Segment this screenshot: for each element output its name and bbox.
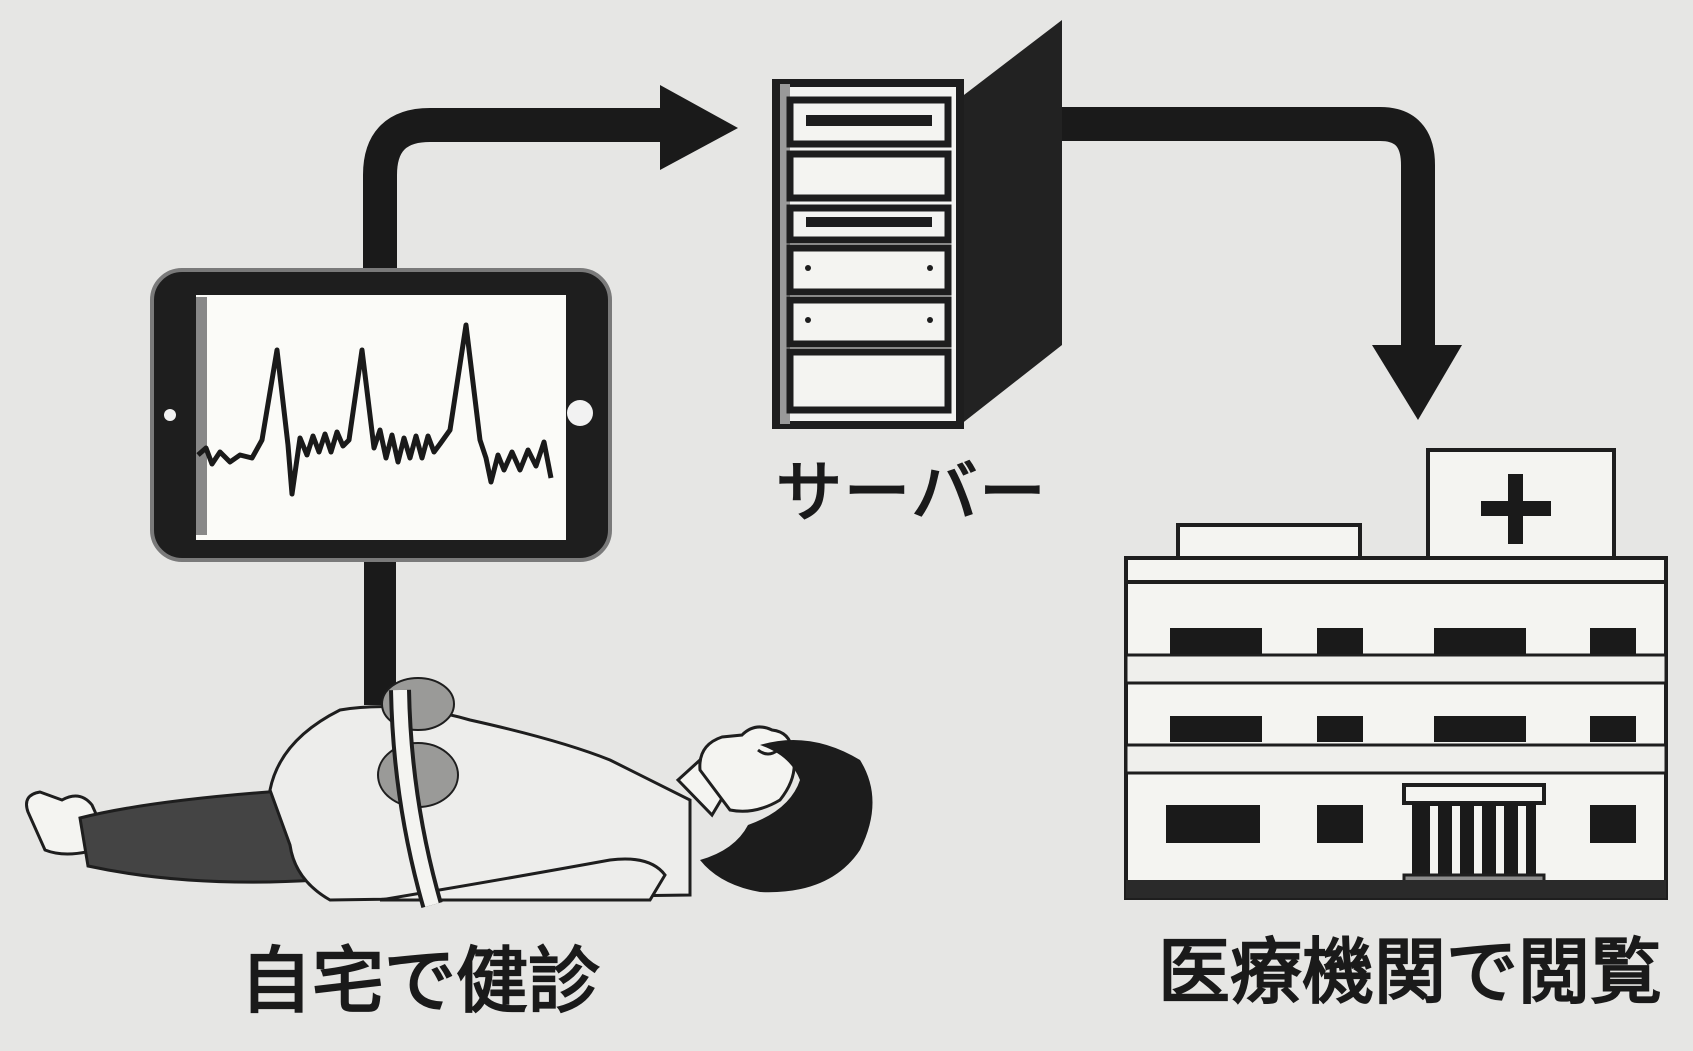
server-icon bbox=[776, 20, 1062, 425]
tablet-icon bbox=[152, 270, 610, 560]
hospital-view-label: 医療機関で閲覧 bbox=[1158, 936, 1662, 1008]
hospital-icon bbox=[1126, 450, 1666, 898]
patient-icon bbox=[27, 678, 873, 905]
server-label: サーバー bbox=[776, 460, 1047, 526]
arrow-tablet-to-server bbox=[380, 85, 738, 290]
arrow-server-to-hospital bbox=[1050, 124, 1462, 420]
home-checkup-label: 自宅で健診 bbox=[240, 945, 600, 1017]
connector-patient-to-tablet bbox=[364, 555, 396, 705]
